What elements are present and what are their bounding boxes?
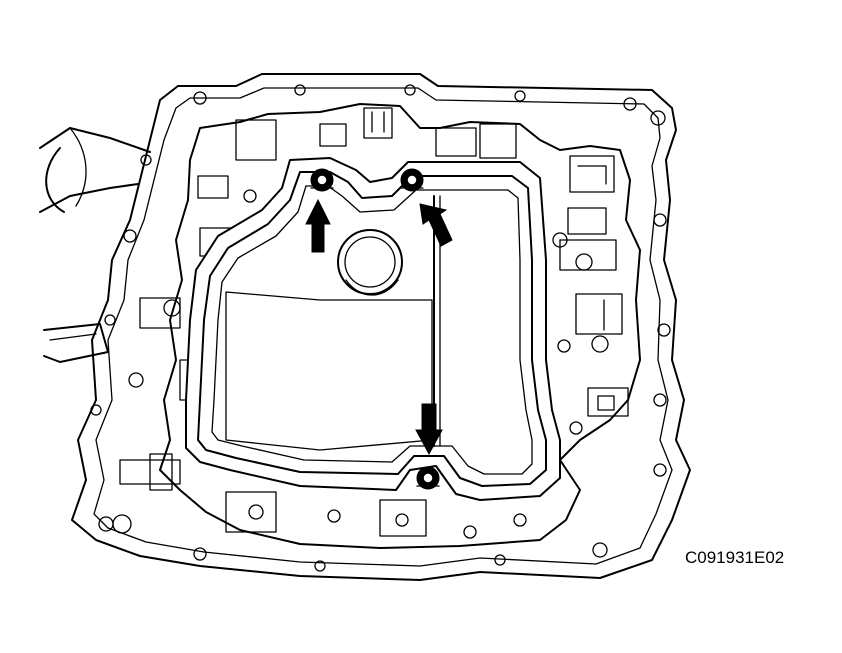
left-external-pipes [39,127,151,363]
valve-body [112,103,641,549]
strainer-suction-port [337,229,403,296]
oil-strainer [185,157,561,501]
transmission-case [71,73,691,581]
strainer-bolt-bottom [416,466,440,490]
flange-bolt-holes [90,84,671,572]
figure-code-label: C091931E02 [685,548,785,567]
arrow-up-icon [305,198,331,253]
strainer-bolt-top-right [400,168,424,192]
callout-arrows [305,198,453,456]
arrow-up-left-icon [419,203,453,247]
arrow-down-icon [415,403,443,456]
strainer-bolt-top-left [310,168,334,192]
